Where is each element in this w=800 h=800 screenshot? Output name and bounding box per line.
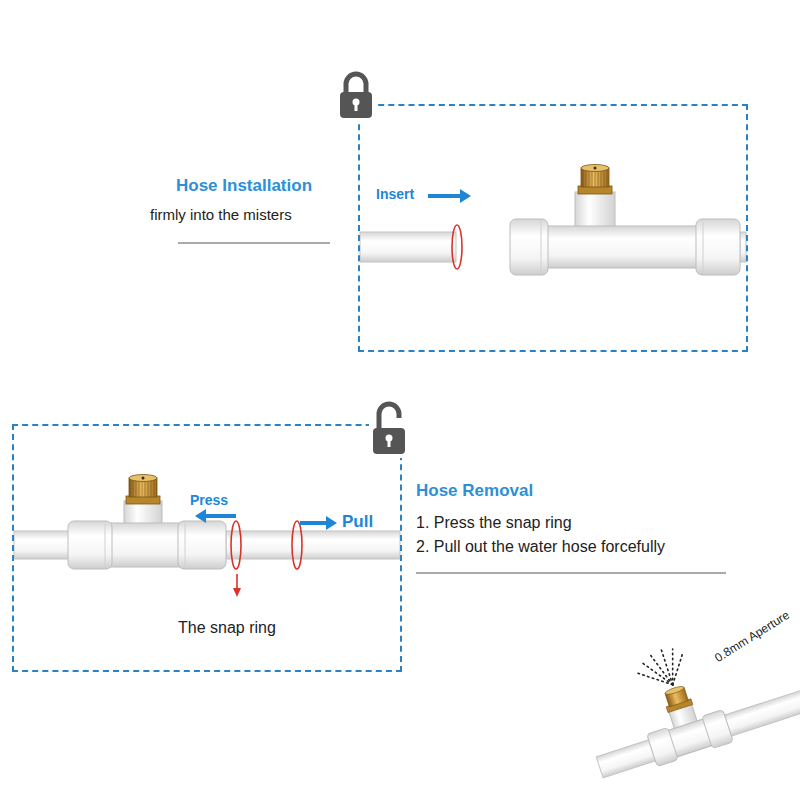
- spray-dots: [650, 651, 672, 688]
- tee-fitting: [546, 226, 698, 268]
- spray-dots: [643, 656, 673, 691]
- tee-fitting: [124, 501, 162, 525]
- brass-nozzle: [126, 475, 160, 505]
- mister-fitting: [596, 686, 800, 778]
- snap-ring-mark: [292, 521, 302, 569]
- tee-fitting: [68, 521, 112, 569]
- tee-fitting: [185, 523, 186, 567]
- closed-lock-icon: [336, 70, 376, 122]
- open-lock-icon: [369, 400, 409, 458]
- spray-dots: [661, 650, 672, 685]
- heading-rule: [416, 573, 726, 574]
- section-heading: Hose Installation: [176, 176, 312, 196]
- dashed-panel: Insert: [358, 104, 748, 352]
- direction-arrow: [205, 514, 236, 518]
- dimension-label: 0.8mm Aperture: [712, 608, 792, 665]
- spray-dots: [633, 643, 692, 694]
- water-hose: [226, 531, 400, 559]
- tee-fitting: [510, 219, 548, 275]
- direction-arrow: [300, 516, 337, 530]
- closed-lock-icon: [355, 103, 358, 111]
- brass-nozzle: [129, 475, 157, 482]
- mister-fitting: [571, 608, 800, 784]
- instruction-step: 1. Press the snap ring: [416, 513, 572, 532]
- direction-arrow: [300, 521, 327, 525]
- part-label: The snap ring: [178, 618, 276, 637]
- tee-fitting: [541, 221, 542, 273]
- snap-ring-mark: [231, 521, 241, 569]
- brass-nozzle: [578, 165, 612, 195]
- tee-fitting: [510, 192, 746, 275]
- direction-arrow: [428, 189, 471, 203]
- direction-arrow: [195, 509, 206, 523]
- water-hose: [360, 232, 456, 262]
- direction-arrow: [460, 189, 471, 203]
- tee-fitting: [575, 192, 615, 230]
- water-hose: [14, 531, 72, 559]
- spray-dots: [662, 649, 683, 685]
- tee-fitting: [740, 232, 746, 262]
- action-label: Press: [190, 492, 228, 509]
- brass-nozzle: [581, 165, 609, 172]
- action-label: Insert: [376, 186, 414, 203]
- tee-fitting: [696, 219, 740, 275]
- pointer-arrow: [233, 588, 241, 597]
- section-heading: Hose Removal: [416, 481, 533, 501]
- closed-lock-icon: [336, 70, 376, 122]
- water-hose: [360, 232, 456, 262]
- mister-fitting: [664, 685, 685, 696]
- direction-arrow: [326, 516, 337, 530]
- dashed-panel: PressPullThe snap ring: [12, 424, 402, 672]
- tee-fitting: [110, 523, 182, 567]
- brass-nozzle: [594, 167, 597, 170]
- open-lock-icon: [373, 428, 405, 454]
- direction-arrow: [195, 509, 236, 523]
- instruction-step: 2. Pull out the water hose forcefully: [416, 537, 665, 556]
- direction-arrow: [428, 194, 461, 198]
- tee-fitting: [105, 523, 106, 567]
- snap-ring-mark: [452, 225, 462, 269]
- closed-lock-icon: [346, 74, 366, 94]
- open-lock-icon: [369, 400, 409, 458]
- spray-dots: [664, 652, 692, 685]
- action-label: Pull: [342, 512, 373, 532]
- closed-lock-icon: [340, 92, 372, 118]
- heading-rule: [178, 243, 330, 244]
- open-lock-icon: [388, 439, 391, 447]
- pointer-arrow: [236, 574, 238, 590]
- open-lock-icon: [379, 404, 399, 430]
- brass-nozzle: [142, 477, 145, 480]
- mister-fitting: [647, 727, 678, 766]
- tee-fitting: [703, 221, 704, 273]
- pointer-arrow: [233, 574, 241, 597]
- mister-fitting: [702, 709, 733, 748]
- instruction-text: firmly into the misters: [150, 206, 292, 224]
- tee-fitting: [178, 521, 226, 569]
- tee-fitting: [68, 501, 226, 569]
